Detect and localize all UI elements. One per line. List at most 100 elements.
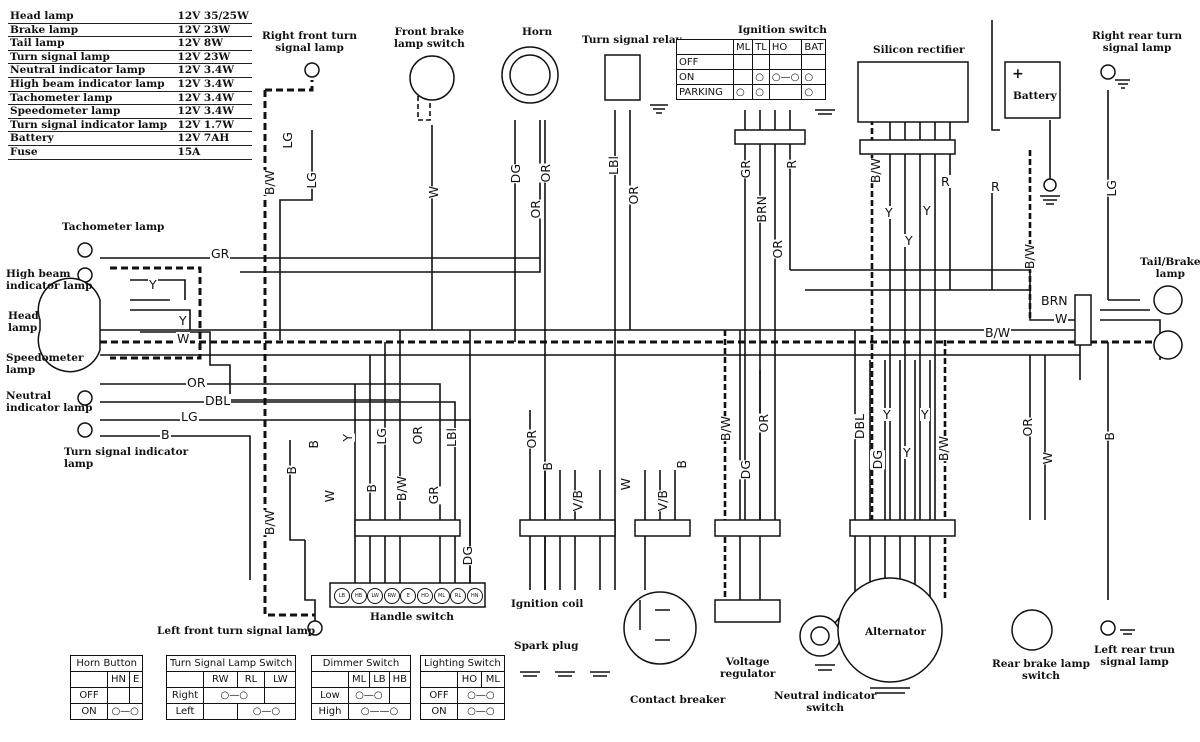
ign-col-tl: TL: [752, 39, 770, 55]
wire-label: OR: [186, 375, 207, 390]
spec-item: Turn signal indicator lamp: [8, 118, 172, 133]
lighting-col-ho: HO: [457, 671, 482, 688]
wire-label: OR: [1020, 418, 1035, 437]
wire-label: OR: [410, 426, 425, 445]
wire-label: B/W: [868, 158, 883, 184]
wire-label: Y: [922, 203, 932, 218]
ign-row-parking: PARKING: [676, 84, 734, 100]
spec-value: 12V 35/25W: [171, 10, 252, 24]
wire-label: B/W: [718, 416, 733, 442]
spec-value: 12V 23W: [171, 23, 252, 38]
wire-label: R: [940, 174, 951, 189]
alternator-label: Alternator: [865, 626, 927, 638]
horn-table-title: Horn Button: [69, 655, 144, 672]
wire-label: B: [306, 440, 321, 449]
wire-label: W: [322, 490, 337, 503]
wire-label: W: [1040, 452, 1055, 465]
spec-value: 15A: [171, 145, 252, 160]
ign-col-ho: HO: [768, 39, 803, 55]
turn-row-left: Left: [166, 703, 204, 720]
spec-value: 12V 8W: [171, 36, 252, 51]
wire-label: OR: [528, 200, 543, 219]
ignition-coil-label: Ignition coil: [511, 598, 584, 610]
contact-breaker-label: Contact breaker: [630, 694, 726, 706]
wire-label: B: [284, 466, 299, 475]
spec-value: 12V 3.4W: [171, 104, 252, 119]
handle-switch-pin: LW: [367, 588, 384, 604]
battery-plus-sign: +: [1012, 66, 1024, 82]
turn-signal-relay-label: Turn signal relay: [582, 34, 682, 46]
wire-label: Y: [902, 445, 912, 460]
wire-label: B/W: [262, 510, 277, 536]
handle-switch-pin: ML: [433, 588, 450, 604]
wire-label: B/W: [262, 170, 277, 196]
spec-item: Fuse: [8, 145, 172, 160]
spec-item: Brake lamp: [8, 23, 172, 38]
dimmer-row-high: High: [311, 703, 349, 720]
ign-col-ml: ML: [732, 39, 754, 55]
ign-col-bat: BAT: [801, 39, 827, 55]
spec-item: Turn signal lamp: [8, 50, 172, 65]
spec-value: 12V 1.7W: [171, 118, 252, 133]
spec-value: 12V 7AH: [171, 131, 252, 146]
wire-label: B/W: [984, 325, 1012, 340]
wire-label: B: [364, 484, 379, 493]
turn-table-title: Turn Signal Lamp Switch: [165, 655, 297, 672]
wire-label: Y: [148, 277, 158, 292]
wire-label: B/W: [1022, 244, 1037, 270]
wire-label: DG: [460, 546, 475, 566]
lighting-table-title: Lighting Switch: [420, 655, 505, 672]
spec-item: High beam indicator lamp: [8, 77, 172, 92]
horn-row-on: ON: [70, 703, 108, 720]
wire-label: W: [176, 331, 191, 346]
wire-label: OR: [524, 430, 539, 449]
wire-label: DBL: [852, 414, 867, 440]
spec-value: 12V 23W: [171, 50, 252, 65]
wire-label: Y: [920, 407, 930, 422]
turn-col-rl: RL: [236, 671, 266, 688]
wire-label: LG: [304, 172, 319, 189]
wire-label: GR: [738, 160, 753, 179]
spec-item: Tachometer lamp: [8, 91, 172, 106]
wire-label: B/W: [394, 476, 409, 502]
handle-switch-pin: E: [400, 588, 417, 604]
dimmer-table-title: Dimmer Switch: [310, 655, 412, 672]
spark-plug-label: Spark plug: [514, 640, 579, 652]
handle-switch-pin: RL: [450, 588, 467, 604]
horn-col-hn: HN: [107, 671, 130, 688]
left-front-turn-label: Left front turn signal lamp: [157, 625, 316, 637]
wire-label: Y: [882, 407, 892, 422]
horn-row-off: OFF: [70, 687, 108, 704]
spec-item: Neutral indicator lamp: [8, 63, 172, 78]
ignition-switch-label: Ignition switch: [738, 24, 827, 36]
spec-value: 12V 3.4W: [171, 77, 252, 92]
wire-label: B: [540, 462, 555, 471]
wire-label: R: [784, 160, 799, 169]
ign-row-on: ON: [676, 69, 734, 85]
wire-label: B: [1102, 432, 1117, 441]
dimmer-col-hb: HB: [388, 671, 412, 688]
handle-switch-pin: HN: [466, 588, 483, 604]
spec-item: Battery: [8, 131, 172, 146]
wire-label: Y: [904, 233, 914, 248]
wire-label: GR: [210, 246, 231, 261]
turn-row-right: Right: [166, 687, 204, 704]
wire-label: LG: [374, 428, 389, 445]
horn-label: Horn: [522, 26, 553, 38]
wire-label: B/W: [936, 436, 951, 462]
turn-col-lw: LW: [264, 671, 297, 688]
wire-label: Y: [340, 434, 355, 442]
wire-label: DG: [738, 460, 753, 480]
